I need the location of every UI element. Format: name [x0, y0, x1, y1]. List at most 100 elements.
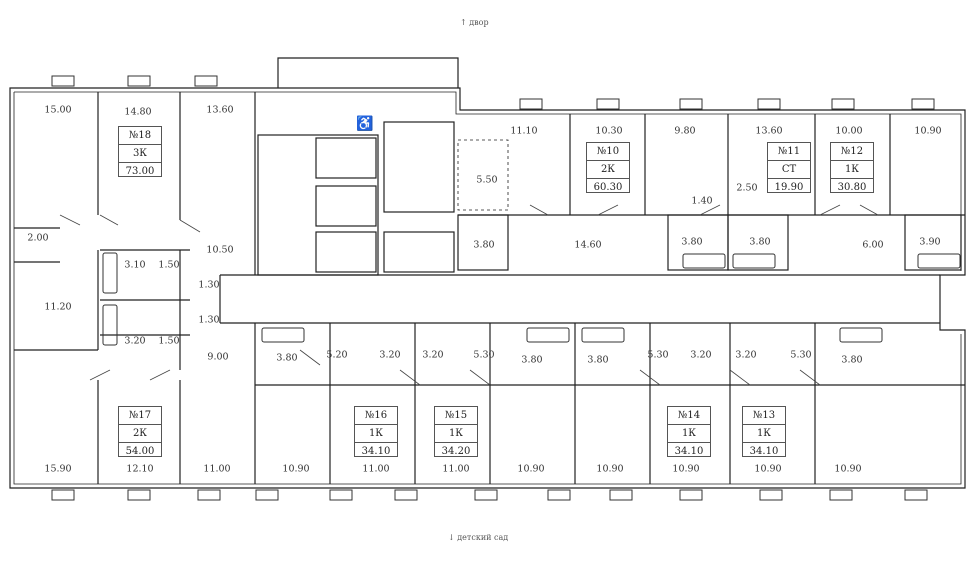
room-area: 3.80 — [681, 236, 703, 248]
window — [679, 489, 703, 501]
orientation-bottom: ↓ детский сад — [448, 533, 509, 542]
room-area: 10.90 — [672, 463, 700, 475]
bathtub — [917, 253, 961, 269]
room-area: 1.50 — [158, 259, 180, 271]
room-area: 3.80 — [521, 354, 543, 366]
partition — [97, 92, 256, 484]
room-area: 1.30 — [198, 314, 220, 326]
window — [679, 98, 703, 110]
bathtub — [102, 304, 118, 346]
window — [127, 75, 151, 87]
room-area: 14.60 — [574, 239, 602, 251]
shaft-void — [457, 139, 509, 211]
room-area: 10.90 — [517, 463, 545, 475]
window — [51, 489, 75, 501]
window — [547, 489, 571, 501]
bathtub — [581, 327, 625, 343]
bathtub — [682, 253, 726, 269]
window — [255, 489, 279, 501]
room-area: 15.00 — [44, 104, 72, 116]
stair-landing — [383, 231, 455, 273]
window — [127, 489, 151, 501]
elevator — [315, 185, 377, 227]
window — [329, 489, 353, 501]
window — [474, 489, 498, 501]
partition — [14, 227, 190, 351]
room-area: 10.90 — [282, 463, 310, 475]
room-area: 5.20 — [326, 349, 348, 361]
room-area: 3.80 — [473, 239, 495, 251]
room-area: 3.80 — [276, 352, 298, 364]
stair-tower-outline — [277, 57, 459, 88]
room-area: 5.30 — [647, 349, 669, 361]
room-area: 3.90 — [919, 236, 941, 248]
room-area: 11.20 — [44, 301, 72, 313]
window — [829, 489, 853, 501]
room-area: 10.30 — [595, 125, 623, 137]
room-area: 10.50 — [206, 244, 234, 256]
room-area: 1.40 — [691, 195, 713, 207]
room-area: 10.00 — [835, 125, 863, 137]
window — [394, 489, 418, 501]
room-area: 9.80 — [674, 125, 696, 137]
stairwell — [383, 121, 455, 213]
wheelchair-icon: ♿ — [356, 115, 373, 132]
room-area: 3.20 — [735, 349, 757, 361]
room-area: 13.60 — [755, 125, 783, 137]
window — [51, 75, 75, 87]
door-swing — [89, 369, 171, 381]
window — [596, 98, 620, 110]
door-swing — [299, 349, 821, 386]
room-area: 11.10 — [510, 125, 538, 137]
orientation-top: ↑ двор — [460, 18, 489, 27]
partition — [569, 114, 891, 215]
room-area: 2.50 — [736, 182, 758, 194]
bathtub — [526, 327, 570, 343]
room-area: 2.00 — [27, 232, 49, 244]
door-swing — [59, 214, 201, 233]
room-area: 10.90 — [834, 463, 862, 475]
elevator — [315, 231, 377, 273]
room-area: 5.30 — [473, 349, 495, 361]
inner-wall-line — [13, 91, 962, 485]
bathroom — [457, 214, 509, 271]
room-area: 3.20 — [422, 349, 444, 361]
bathtub — [732, 253, 776, 269]
window — [519, 98, 543, 110]
room-area: 6.00 — [862, 239, 884, 251]
window — [904, 489, 928, 501]
stair-core — [257, 134, 379, 276]
room-area: 11.00 — [362, 463, 390, 475]
room-area: 3.20 — [379, 349, 401, 361]
bathtub — [839, 327, 883, 343]
corridor — [219, 274, 940, 324]
bathtub — [261, 327, 305, 343]
window — [831, 98, 855, 110]
room-area: 10.90 — [754, 463, 782, 475]
room-area: 1.50 — [158, 335, 180, 347]
room-area: 5.30 — [790, 349, 812, 361]
partition — [329, 323, 816, 484]
room-area: 11.00 — [442, 463, 470, 475]
window — [609, 489, 633, 501]
room-area: 3.80 — [841, 354, 863, 366]
window — [194, 75, 218, 87]
room-area: 10.90 — [914, 125, 942, 137]
elevator — [315, 137, 377, 179]
room-area: 13.60 — [206, 104, 234, 116]
room-area: 11.00 — [203, 463, 231, 475]
room-area: 3.80 — [587, 354, 609, 366]
room-area: 10.90 — [596, 463, 624, 475]
room-area: 3.20 — [690, 349, 712, 361]
room-area: 1.30 — [198, 279, 220, 291]
